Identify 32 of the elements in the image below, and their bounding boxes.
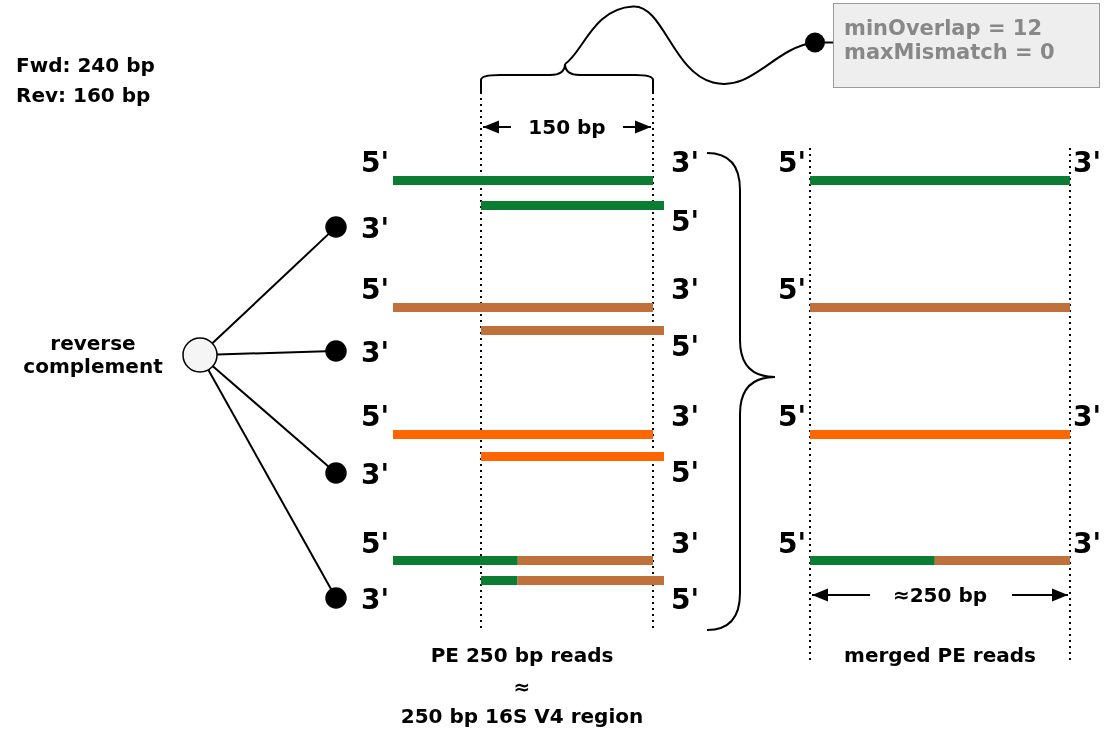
strand-end-label: 5'	[360, 146, 390, 180]
strand-end-label: 3'	[360, 212, 390, 246]
strand-end-label: 5'	[777, 527, 807, 561]
node-caption: reverse complement	[22, 332, 164, 378]
strand-end-label: 5'	[777, 273, 807, 307]
strand-end-label: 5'	[777, 400, 807, 434]
strand-end-label: 3'	[1072, 146, 1102, 180]
parameter-box	[833, 3, 1100, 88]
strand-end-label: 3'	[1072, 527, 1102, 561]
strand-end-label: 3'	[670, 527, 700, 561]
strand-end-label: 3'	[1072, 400, 1102, 434]
connector-line	[211, 232, 330, 345]
connector-line	[216, 350, 327, 356]
parameter-text: maxMismatch = 0	[844, 40, 1056, 64]
strand-end-label: 3'	[670, 273, 700, 307]
connector-line	[211, 365, 330, 468]
strand-end-label: 3'	[360, 458, 390, 492]
strand-end-label: 5'	[670, 583, 700, 617]
strand-end-label: 3'	[360, 583, 390, 617]
strand-end-label: 5'	[360, 400, 390, 434]
strand-end-label: 3'	[360, 336, 390, 370]
strand-end-label: 5'	[777, 146, 807, 180]
strand-end-label: 5'	[360, 527, 390, 561]
connector-line	[207, 368, 333, 591]
leader-line	[564, 5, 834, 85]
strand-end-label: 3'	[670, 400, 700, 434]
strand-end-label: 5'	[360, 273, 390, 307]
strand-end-label: 5'	[670, 330, 700, 364]
strand-end-label: 5'	[670, 205, 700, 239]
strand-end-label: 5'	[670, 456, 700, 490]
strand-end-label: 3'	[670, 146, 700, 180]
parameter-text: minOverlap = 12	[844, 16, 1043, 40]
